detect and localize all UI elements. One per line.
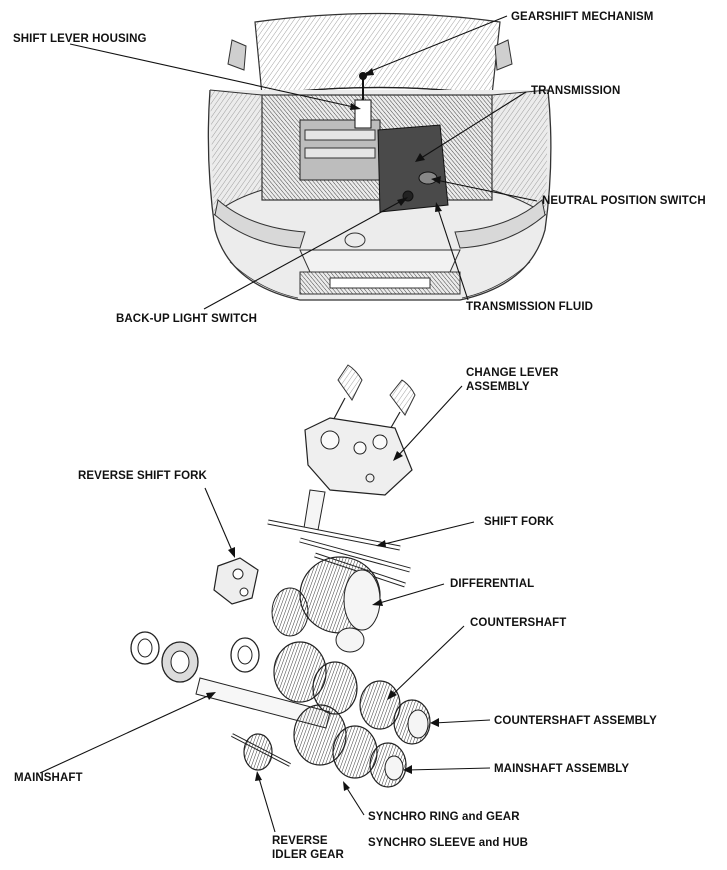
label-shift-fork: SHIFT FORK bbox=[484, 516, 554, 528]
top-leader-lines bbox=[69, 15, 538, 310]
label-countershaft: COUNTERSHAFT bbox=[470, 617, 567, 629]
label-neutral-position-switch: NEUTRAL POSITION SWITCH bbox=[542, 195, 706, 207]
label-mainshaft: MAINSHAFT bbox=[14, 772, 83, 784]
label-differential: DIFFERENTIAL bbox=[450, 578, 535, 590]
label-reverse-shift-fork: REVERSE SHIFT FORK bbox=[78, 470, 207, 482]
label-transmission: TRANSMISSION bbox=[531, 85, 621, 97]
label-mainshaft-assembly: MAINSHAFT ASSEMBLY bbox=[494, 763, 630, 775]
car-illustration bbox=[207, 12, 552, 301]
label-synchro-ring-and-gear: SYNCHRO RING and GEAR bbox=[368, 811, 520, 823]
label-countershaft-assembly: COUNTERSHAFT ASSEMBLY bbox=[494, 715, 657, 727]
label-change-lever-assembly: CHANGE LEVER ASSEMBLY bbox=[466, 367, 559, 393]
label-reverse-idler-gear: REVERSE IDLER GEAR bbox=[272, 835, 344, 861]
label-shift-lever-housing: SHIFT LEVER HOUSING bbox=[13, 33, 147, 45]
label-gearshift-mechanism: GEARSHIFT MECHANISM bbox=[511, 11, 654, 23]
label-transmission-fluid: TRANSMISSION FLUID bbox=[466, 301, 594, 313]
transmission-illustration bbox=[130, 364, 431, 788]
bottom-leader-lines bbox=[39, 385, 491, 833]
label-back-up-light-switch: BACK-UP LIGHT SWITCH bbox=[116, 313, 258, 325]
label-synchro-sleeve-and-hub: SYNCHRO SLEEVE and HUB bbox=[368, 837, 529, 849]
